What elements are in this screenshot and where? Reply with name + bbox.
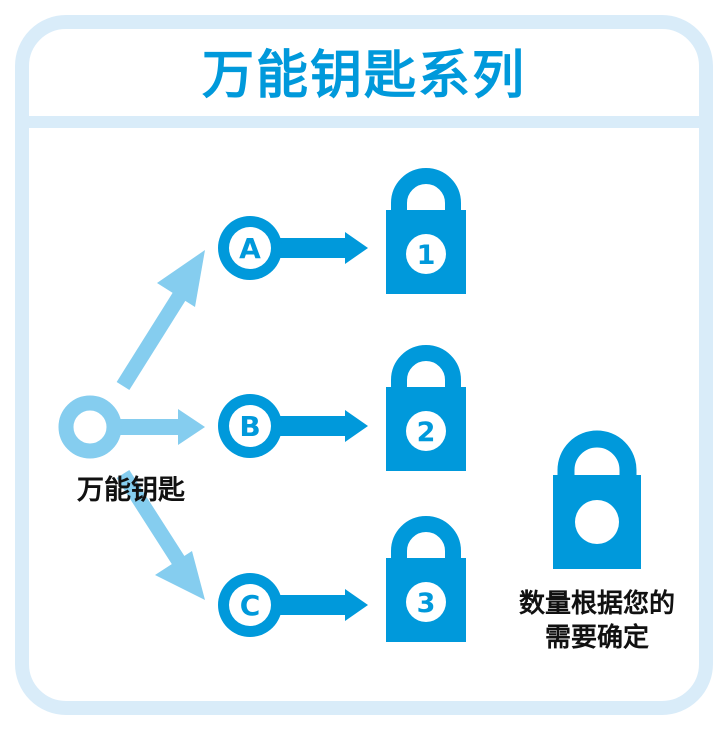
arrow-to-key-b (118, 419, 180, 435)
lock-1: 1 (386, 168, 466, 294)
lock-extra-shackle (557, 430, 637, 477)
lock-3-number: 3 (417, 588, 436, 619)
page-title: 万能钥匙系列 (202, 46, 526, 106)
note-line-1: 数量根据您的 (519, 588, 675, 619)
key-c: C (218, 573, 368, 637)
arrow-to-key-c (116, 469, 187, 568)
lock-1-number: 1 (417, 240, 436, 271)
key-c-badge (229, 584, 271, 626)
lock-extra (553, 430, 641, 569)
lock-3-shackle (391, 516, 461, 560)
card-frame (15, 15, 713, 715)
lock-1-badge (406, 234, 446, 274)
key-a: A (218, 216, 368, 280)
key-b-tip (345, 410, 368, 442)
master-key-ring (58, 395, 122, 459)
key-a-tip (345, 232, 368, 264)
arrow-head-b (178, 409, 205, 445)
lock-3-badge (406, 582, 446, 622)
note-line-2: 需要确定 (545, 622, 649, 653)
key-b-badge (229, 405, 271, 447)
arrow-head-c (155, 551, 205, 600)
branch-arrows (116, 250, 205, 600)
lock-2-badge (406, 411, 446, 451)
arrow-head-a (157, 250, 205, 307)
arrow-to-key-a (116, 288, 189, 390)
key-b-letter: B (239, 410, 260, 443)
lock-2-number: 2 (417, 417, 436, 448)
lock-extra-hole (575, 500, 619, 544)
key-c-tip (345, 589, 368, 621)
key-c-letter: C (240, 589, 261, 622)
lock-2: 2 (386, 345, 466, 471)
key-a-badge (229, 227, 271, 269)
key-b: B (218, 394, 368, 458)
master-key-label: 万能钥匙 (77, 474, 185, 506)
key-a-letter: A (239, 232, 261, 265)
lock-3: 3 (386, 516, 466, 642)
lock-1-shackle (391, 168, 461, 212)
lock-2-shackle (391, 345, 461, 389)
